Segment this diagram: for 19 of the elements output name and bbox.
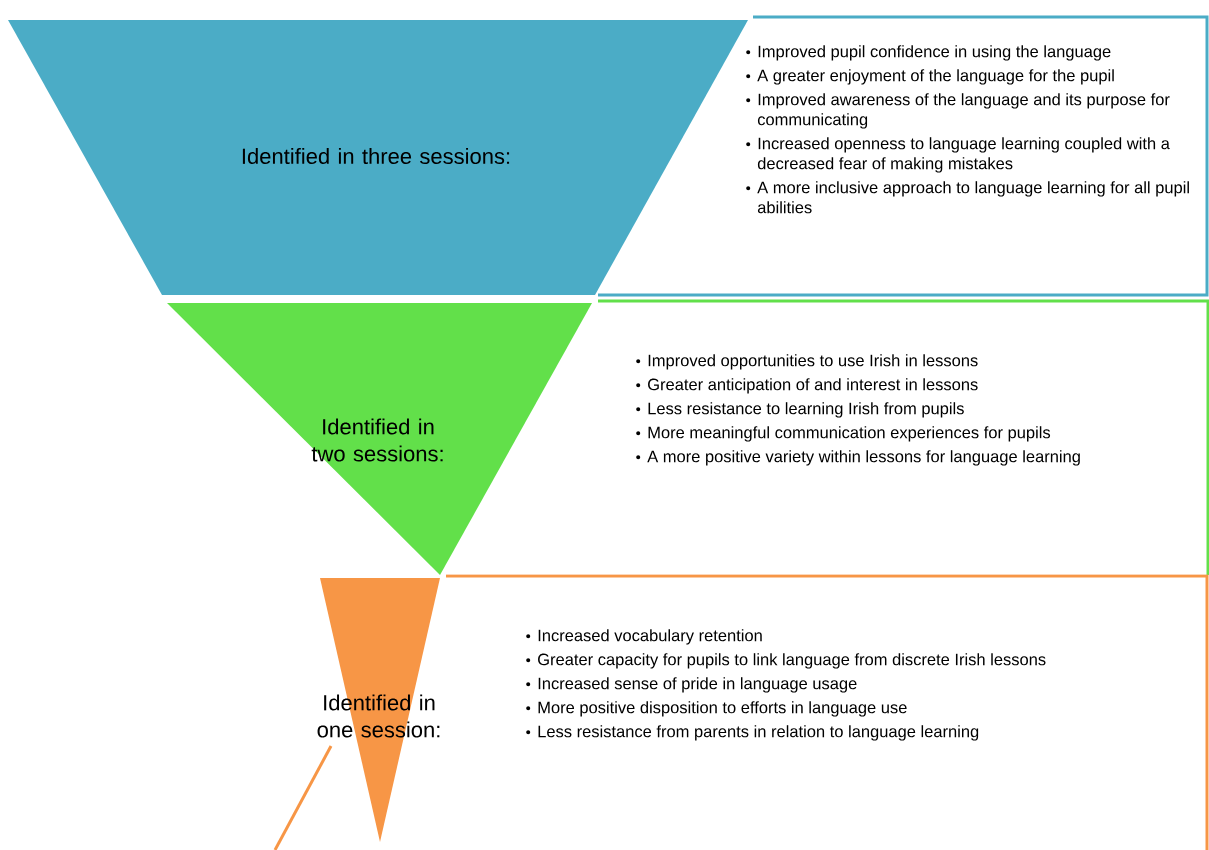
- bullet-list-box: Improved pupil confidence in using the language A greater enjoyment of the language for the pupil Improved awareness of the language and its purpose for communicating Increased openness to language learning coupled with a decreased fear of making mistakes A more inclusive approach to language learning for all pupil abilities: [598, 15, 1209, 297]
- node-label: Improved awareness of the language and its purpose for communicating: [757, 93, 1170, 129]
- node-label: Greater capacity for pupils to link language from discrete Irish lessons: [538, 653, 1046, 669]
- node-label: Increased vocabulary retention: [538, 629, 762, 645]
- bullet-list-box: Increased vocabulary retention Greater capacity for pupils to link language from discrete Irish lessons Increased sense of pride in language usage More positive disposition to efforts in language use Less resistance from parents in relation to language learning: [446, 574, 1209, 850]
- node-label: A more inclusive approach to language learning for all pupil abilities: [757, 181, 1189, 214]
- node-label: More meaningful communication experiences for pupils: [648, 426, 1051, 442]
- node-label: A more positive variety within lessons for language learning: [647, 450, 1080, 466]
- node-label: A greater enjoyment of the language for the pupil: [757, 69, 1114, 85]
- funnel-segment: Identified in three sessions:: [8, 20, 748, 295]
- bullet-list-box: Improved opportunities to use Irish in lessons Greater anticipation of and interest in lessons Less resistance to learning Irish from pupils More meaningful communication experiences for pupils A more positive variety within lessons for language learning: [598, 299, 1209, 575]
- node-label: Less resistance from parents in relation to language learning: [538, 725, 979, 741]
- node-label: Improved opportunities to use Irish in lessons: [648, 354, 978, 370]
- node-label: Increased openness to language learning coupled with a decreased fear of making mistakes: [757, 137, 1170, 173]
- node-label: More positive disposition to efforts in language use: [538, 701, 907, 717]
- node-label: Increased sense of pride in language usage: [538, 677, 857, 693]
- node-label: Less resistance to learning Irish from pupils: [648, 402, 964, 418]
- node-label: Improved pupil confidence in using the language: [758, 45, 1111, 61]
- node-label: Greater anticipation of and interest in lessons: [648, 378, 978, 394]
